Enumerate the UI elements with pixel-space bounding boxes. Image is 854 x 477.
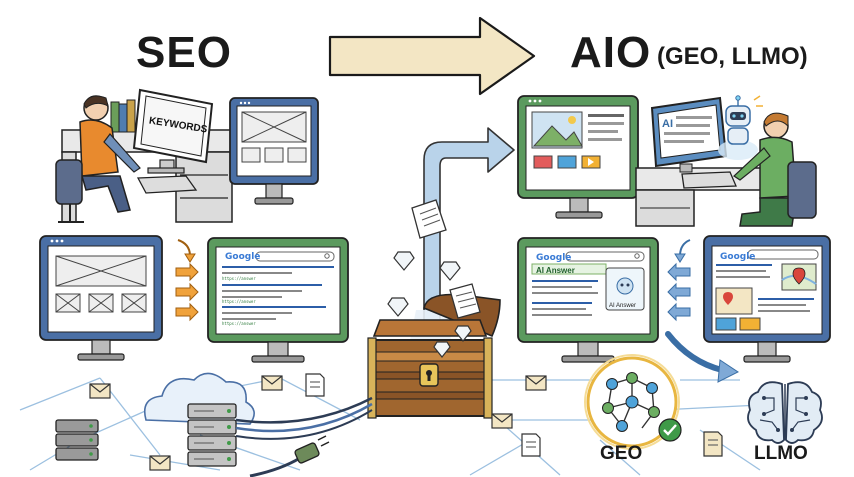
search-results-monitor-icon [207,237,349,363]
geo-label: GEO [600,443,643,464]
ai-monitor-tag: AI [662,118,673,130]
document-icon [305,373,723,457]
treasure-chest-icon [367,293,501,419]
wireframe-monitor-icon [39,235,163,361]
result-url: https://answer [222,299,256,304]
server-icon [55,419,99,461]
aio-worker-scene [635,95,817,227]
aio-subtitle: (GEO, LLMO) [657,43,808,70]
cable-plug-icon [249,435,330,477]
ai-answer-small-label: AI Answer [609,303,637,309]
map-pin-icon [792,267,806,285]
diamond-icon [387,251,472,358]
search-brand-label: Google [536,253,572,263]
orange-arrows [175,239,199,322]
keywords-monitor-icon [132,88,214,174]
ai-content-monitor-icon [517,95,639,219]
document-icon [411,199,481,319]
brain-icon [747,381,823,444]
search-brand-label: Google [720,252,756,262]
ai-answer-label: AI Answer [536,266,575,275]
result-url: https://answer [222,276,256,281]
blue-arrows [667,239,691,322]
curved-arrow-to-llmo [665,331,739,383]
ai-answer-monitor-icon [517,237,659,363]
seo-worker-scene [55,88,233,223]
wireframe-monitor-icon [229,97,319,205]
result-url: https://answer [222,321,256,326]
search-brand-label: Google [225,252,261,262]
map-results-monitor-icon [703,235,831,363]
network-lines [19,377,761,476]
ai-robot-icon [718,95,763,160]
network-icon [584,354,680,450]
check-icon [658,418,682,442]
email-icon [89,375,547,471]
aio-title: AIO [570,28,652,77]
seo-title: SEO [136,28,232,77]
big-right-arrow [328,16,536,96]
cable-lines [235,396,373,440]
server-icon [187,403,237,467]
llmo-label: LLMO [754,443,808,464]
